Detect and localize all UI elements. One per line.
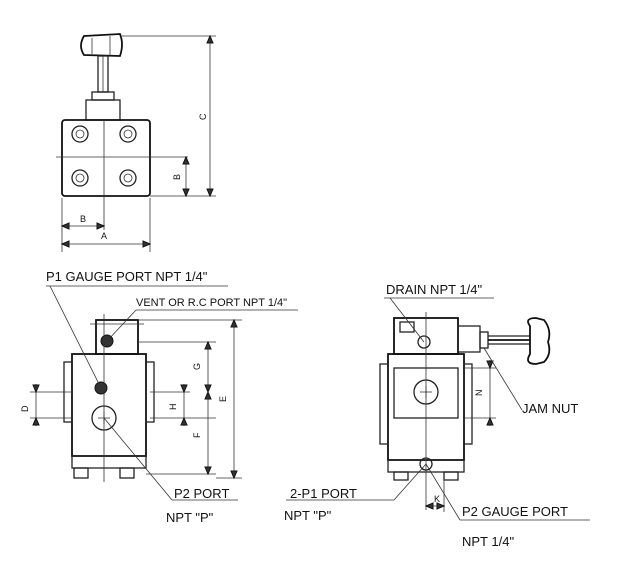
dim-c: C xyxy=(198,113,208,120)
dim-n: N xyxy=(474,390,484,397)
dim-k: K xyxy=(434,494,440,504)
dim-e: E xyxy=(218,396,228,402)
leader-p1-port xyxy=(393,463,427,501)
leader-drain xyxy=(389,297,425,343)
top-view xyxy=(56,33,216,252)
side-view xyxy=(286,297,590,521)
top-bonnet xyxy=(91,91,115,101)
bolt-icon xyxy=(119,169,137,187)
front-body xyxy=(71,353,147,457)
leader-p2-gauge xyxy=(425,463,461,521)
leader-p2-port xyxy=(103,417,173,501)
label-p2-gauge-line2: NPT 1/4" xyxy=(462,534,514,549)
bolt-icon xyxy=(71,125,89,143)
label-p1-port-line1: 2-P1 PORT xyxy=(290,486,357,501)
front-view xyxy=(30,285,298,501)
leader-jam-nut xyxy=(483,347,523,411)
leader-p1-gauge xyxy=(49,285,102,389)
dim-a: A xyxy=(101,231,107,241)
label-p2-port-line1: P2 PORT xyxy=(174,486,229,501)
leader-vent xyxy=(106,309,137,342)
top-body xyxy=(61,119,151,197)
drain-port-icon xyxy=(417,335,431,349)
label-drain: DRAIN NPT 1/4" xyxy=(386,282,483,297)
top-handle-knob xyxy=(80,33,123,57)
dim-b-horizontal: B xyxy=(80,214,86,224)
bolt-icon xyxy=(71,169,89,187)
label-p2-gauge-line1: P2 GAUGE PORT xyxy=(462,504,568,519)
dim-f: F xyxy=(192,432,202,438)
dim-h: H xyxy=(168,404,178,411)
dim-g: G xyxy=(192,363,202,370)
dim-d: D xyxy=(20,405,30,412)
label-p1-gauge-port: P1 GAUGE PORT NPT 1/4" xyxy=(46,269,208,284)
jam-nut xyxy=(479,331,489,349)
label-p1-port-line2: NPT "P" xyxy=(284,508,332,523)
label-jam-nut: JAM NUT xyxy=(522,401,578,416)
side-handle-knob xyxy=(527,317,551,365)
label-vent-port: VENT OR R.C PORT NPT 1/4" xyxy=(136,297,287,309)
dim-b-vertical: B xyxy=(172,174,182,180)
label-p2-port-line2: NPT "P" xyxy=(166,510,214,525)
bolt-icon xyxy=(119,125,137,143)
